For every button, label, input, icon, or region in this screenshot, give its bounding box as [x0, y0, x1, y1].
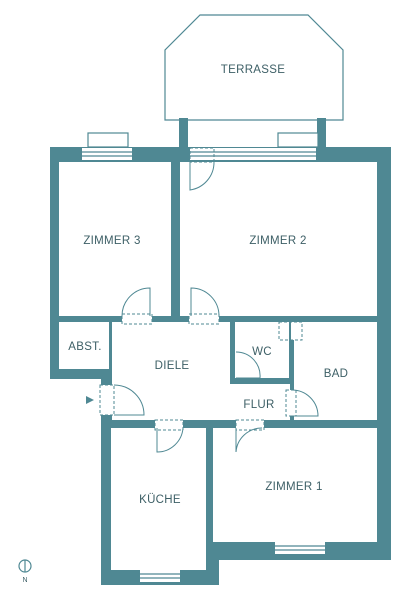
windows — [82, 132, 325, 582]
terrace-post-right — [317, 118, 326, 162]
room-label-kueche: KÜCHE — [139, 494, 181, 506]
room-label-wc: WC — [252, 346, 272, 358]
room-label-diele: DIELE — [155, 360, 190, 372]
compass-label: N — [22, 577, 27, 584]
doors — [99, 147, 319, 453]
room-label-zimmer2: ZIMMER 2 — [249, 235, 306, 247]
terrace-post-left — [179, 118, 188, 162]
terrace-outline — [164, 14, 344, 121]
room-label-zimmer1: ZIMMER 1 — [265, 481, 322, 493]
room-label-flur: FLUR — [243, 399, 274, 411]
room-label-abstellraum: ABST. — [68, 341, 101, 353]
room-label-zimmer3: ZIMMER 3 — [83, 235, 140, 247]
room-label-bad: BAD — [324, 368, 349, 380]
room-label-terrasse: TERRASSE — [221, 64, 285, 76]
compass-icon — [18, 559, 32, 573]
entry-arrow-icon — [86, 396, 94, 404]
